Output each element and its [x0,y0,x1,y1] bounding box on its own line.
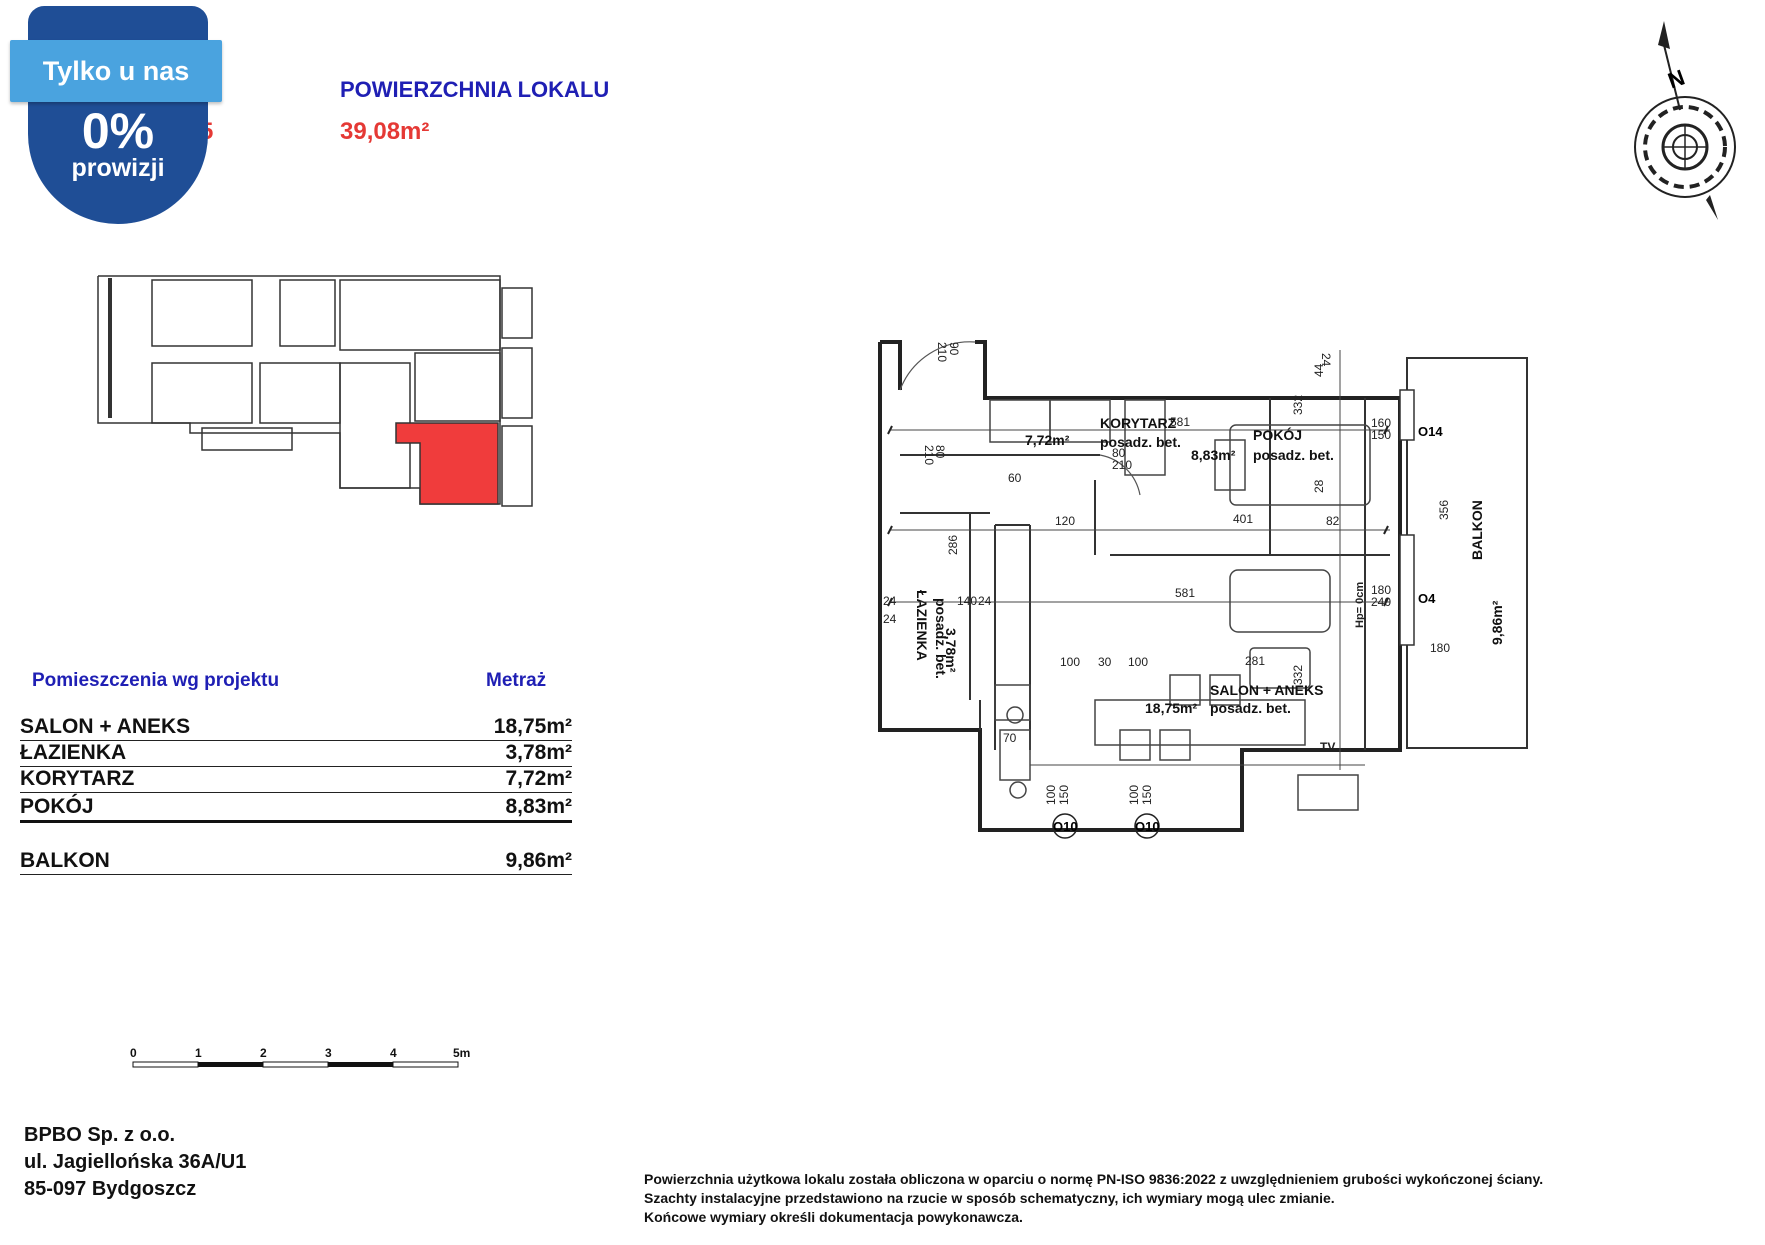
dim-240: 240 [1371,595,1391,609]
row-area: 7,72m² [505,767,572,790]
dim-356: 356 [1437,500,1451,520]
area-value: 39,08m² [340,118,430,145]
dim-hp: Hp= 0cm [1354,582,1366,628]
promo-sub: prowizji [71,154,165,182]
row-area: 3,78m² [505,741,572,764]
table-head-rooms: Pomieszczenia wg projektu [32,670,280,691]
dim-120: 120 [1055,514,1075,528]
korytarz-name: KORYTARZ [1100,415,1177,431]
korytarz-area: 7,72m² [1025,432,1070,448]
window-o14: O14 [1418,424,1443,439]
dim-o10a-150: 150 [1057,785,1071,805]
row-name: POKÓJ [20,795,94,818]
lazienka-area: 3,78m² [943,628,959,673]
salon-name: SALON + ANEKS [1210,682,1323,698]
company-address: BPBO Sp. z o.o. ul. Jagiellońska 36A/U1 … [24,1122,246,1203]
window-o4: O4 [1418,591,1436,606]
scale-tick-4: 4 [390,1046,397,1060]
building-keyplan [97,275,533,507]
dim-24d: 24 [1319,353,1333,367]
dim-286: 286 [946,535,960,555]
dim-82: 82 [1326,514,1340,528]
dim-332a: 332 [1291,395,1305,415]
scale-tick-5: 5m [453,1046,470,1060]
footnote-line3: Końcowe wymiary określi dokumentacja pow… [644,1209,1023,1225]
address-line3: 85-097 Bydgoszcz [24,1178,197,1200]
dim-332b: 332 [1291,665,1305,685]
row-name: ŁAZIENKA [20,741,127,764]
balkon-area: 9,86m² [1489,600,1505,645]
row-name: SALON + ANEKS [20,715,191,738]
dim-581b: 581 [1175,586,1195,600]
row-name: KORYTARZ [20,767,135,790]
window-o10-a: O10 [1053,819,1078,834]
table-row: KORYTARZ 7,72m² [20,766,572,793]
row-area: 18,75m² [493,715,572,738]
row-area: 9,86m² [505,849,572,872]
compass-icon: N [1634,21,1736,220]
pokoj-area: 8,83m² [1191,447,1236,463]
footnote-line1: Powierzchnia użytkowa lokalu została obl… [644,1171,1544,1187]
table-row: ŁAZIENKA 3,78m² [20,740,572,767]
lazienka-name: ŁAZIENKA [914,590,930,661]
dim-581a: 581 [1170,415,1190,429]
compass-letter: N [1665,65,1688,94]
dim-28: 28 [1312,479,1326,493]
table-row: BALKON 9,86m² [20,848,572,875]
dim-210c: 210 [922,445,936,465]
balkon-name: BALKON [1469,500,1485,560]
dim-80b: 80 [933,445,947,459]
table-head-area: Metraż [486,670,547,691]
dim-150: 150 [1371,428,1391,442]
pokoj-name: POKÓJ [1253,426,1302,443]
dim-80: 80 [1112,446,1126,460]
salon-floor: posadz. bet. [1210,700,1291,716]
scale-bar: 0 1 2 3 4 5m [130,1046,470,1068]
dim-210: 210 [1112,458,1132,472]
promo-band: Tylko u nas [10,40,222,102]
row-name: BALKON [20,849,110,872]
dim-160: 160 [1371,416,1391,430]
area-label: POWIERZCHNIA LOKALU [340,77,610,102]
dim-24b: 24 [883,612,897,626]
address-line2: ul. Jagiellońska 36A/U1 [24,1151,247,1173]
window-o10-b: O10 [1135,819,1160,834]
lazienka-floor: posadz. bet. [933,598,949,679]
row-area: 8,83m² [505,795,572,818]
dim-100b: 100 [1128,655,1148,669]
table-row: POKÓJ 8,83m² [20,794,572,823]
dim-70: 70 [1003,731,1017,745]
scale-tick-0: 0 [130,1046,137,1060]
scale-tick-1: 1 [195,1046,202,1060]
dim-140: 140 [957,594,977,608]
dim-60: 60 [1008,471,1022,485]
scale-tick-3: 3 [325,1046,332,1060]
korytarz-floor: posadz. bet. [1100,434,1181,450]
dim-90: 90 [947,342,961,356]
footnote-line2: Szachty instalacyjne przedstawiono na rz… [644,1190,1335,1206]
table-row: SALON + ANEKS 18,75m² [20,714,572,741]
dim-o10a-100: 100 [1044,785,1058,805]
dim-o10b-100: 100 [1127,785,1141,805]
scale-tick-2: 2 [260,1046,267,1060]
dim-180b: 180 [1430,641,1450,655]
dim-281: 281 [1245,654,1265,668]
dim-180a: 180 [1371,583,1391,597]
tv-label: TV [1320,740,1335,754]
salon-area: 18,75m² [1145,700,1197,716]
dim-24c: 24 [978,594,992,608]
address-line1: BPBO Sp. z o.o. [24,1124,176,1146]
promo-percent: 0% [81,103,155,159]
pokoj-floor: posadz. bet. [1253,447,1334,463]
dim-401: 401 [1233,512,1253,526]
footnote: Powierzchnia użytkowa lokalu została obl… [644,1170,1543,1227]
dim-100a: 100 [1060,655,1080,669]
dim-210b: 210 [935,342,949,362]
dim-44: 44 [1312,363,1326,377]
dim-o10b-150: 150 [1140,785,1154,805]
floor-plan: 7,72m² KORYTARZ posadz. bet. POKÓJ 8,83m… [878,340,1528,839]
dim-30: 30 [1098,655,1112,669]
